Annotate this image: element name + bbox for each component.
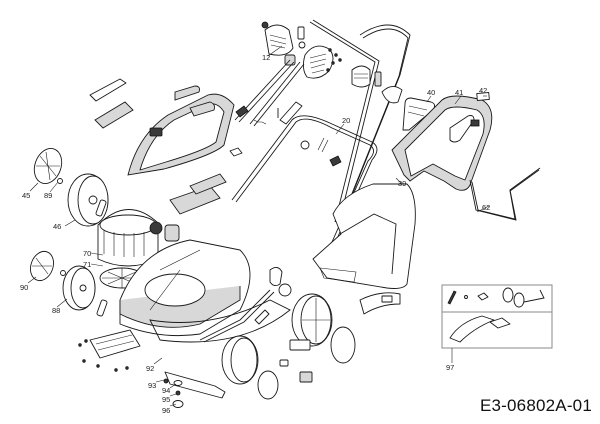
label-89[interactable]: 89 (44, 191, 52, 200)
upper-handle[interactable] (309, 19, 411, 227)
part-labels: 12 20 39 40 41 42 45 46 62 70 71 88 89 9… (20, 53, 490, 415)
small-deck-parts[interactable] (279, 339, 313, 383)
drawing-id: E3-06802A-01 (479, 396, 592, 415)
front-wheel-cap-left[interactable] (27, 248, 58, 284)
label-97[interactable]: 97 (446, 363, 454, 372)
front-wheel-washer[interactable] (60, 270, 66, 276)
label-95[interactable]: 95 (162, 395, 170, 404)
blade-adapter[interactable] (172, 400, 184, 408)
motor[interactable] (97, 209, 159, 267)
handle-left-grip[interactable] (261, 21, 294, 56)
label-12[interactable]: 12 (262, 53, 270, 62)
handle-screws (326, 48, 342, 72)
catcher-top-frame[interactable] (391, 95, 493, 191)
right-handle-grip[interactable] (351, 65, 403, 104)
wheel-washer[interactable] (57, 178, 63, 184)
label-41[interactable]: 41 (455, 88, 463, 97)
label-92[interactable]: 92 (146, 364, 154, 373)
rear-wheel-cap-left[interactable] (30, 145, 67, 188)
label-62[interactable]: 62 (482, 203, 490, 212)
rear-wheel-cap-right[interactable] (330, 326, 356, 364)
lower-handle-frame[interactable] (231, 115, 378, 252)
label-42[interactable]: 42 (479, 86, 487, 95)
front-wheel-right[interactable] (221, 335, 259, 385)
safety-key[interactable] (229, 147, 243, 157)
accessory-kit-box[interactable] (441, 284, 553, 349)
label-94[interactable]: 94 (162, 386, 170, 395)
handle-bracket-lever[interactable] (277, 101, 303, 125)
label-40[interactable]: 40 (427, 88, 435, 97)
cable-plug[interactable] (235, 105, 267, 125)
label-70[interactable]: 70 (83, 249, 91, 258)
deck-liner[interactable] (149, 299, 291, 343)
label-93[interactable]: 93 (148, 381, 156, 390)
blade[interactable] (164, 371, 226, 399)
rear-wheel-right[interactable] (291, 293, 333, 347)
label-90[interactable]: 90 (20, 283, 28, 292)
rear-flap[interactable] (89, 329, 141, 359)
label-20[interactable]: 20 (342, 116, 350, 125)
mower-deck[interactable] (119, 239, 251, 337)
handle-mount-parts[interactable] (300, 137, 342, 167)
motor-cover[interactable] (127, 93, 235, 176)
label-71[interactable]: 71 (83, 260, 91, 269)
front-wheel-left[interactable] (62, 265, 96, 311)
carry-handle-covers[interactable] (89, 78, 215, 129)
height-adjust-linkage[interactable] (199, 267, 292, 343)
axle-bushings[interactable] (95, 199, 108, 317)
blade-screw[interactable] (163, 378, 169, 384)
grass-catcher-bag[interactable] (312, 183, 416, 289)
side-grille[interactable] (169, 173, 227, 215)
label-45[interactable]: 45 (22, 191, 30, 200)
lower-handle-tubes[interactable] (234, 59, 305, 127)
deck-screws (78, 339, 129, 372)
blade-bolt[interactable] (175, 390, 181, 396)
catcher-frame-wire[interactable] (469, 167, 541, 221)
label-46[interactable]: 46 (53, 222, 61, 231)
front-wheel-cap-right[interactable] (257, 370, 279, 400)
catcher-label[interactable] (476, 92, 490, 101)
mulching-plug-parts[interactable] (359, 292, 401, 315)
label-96[interactable]: 96 (162, 406, 170, 415)
leader-lines (27, 45, 490, 407)
label-88[interactable]: 88 (52, 306, 60, 315)
label-39[interactable]: 39 (398, 179, 406, 188)
